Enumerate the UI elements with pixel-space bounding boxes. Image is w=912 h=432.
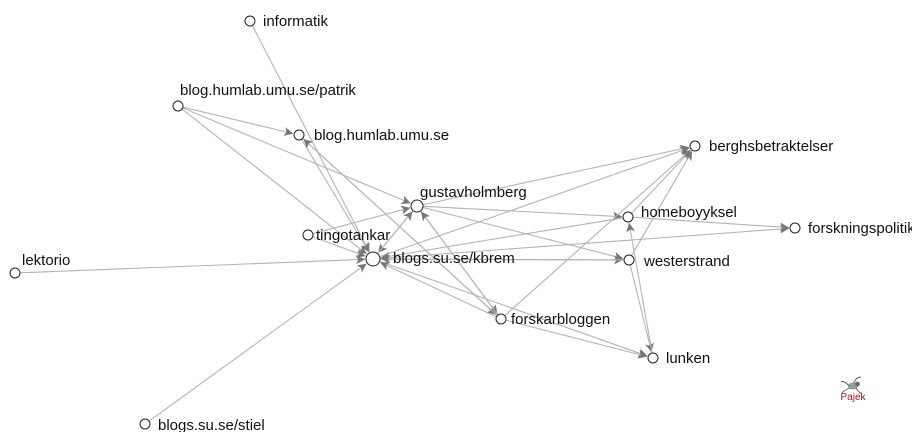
edge-gustav-to-homeboy [422, 205, 623, 221]
node-label: westerstrand [643, 253, 730, 270]
edge-patrik-to-gustav [182, 107, 411, 204]
node-circle [244, 15, 256, 27]
node-circle [495, 313, 507, 325]
edge-westerstrand-to-kbrem [380, 254, 625, 264]
node-label: blogs.su.se/kbrem [393, 250, 515, 267]
edge-homeboy-to-kbrem [380, 217, 624, 261]
edge-forskar-to-berghs [504, 149, 691, 317]
edge-kbrem-to-forskningspolitik [379, 224, 790, 260]
node-label: blog.humlab.umu.se/patrik [180, 82, 356, 99]
node-circle [789, 222, 801, 234]
node-label: tingotankar [316, 227, 390, 244]
node-label: forskningspolitik [808, 220, 912, 237]
node-circle [622, 211, 634, 223]
node-circle [623, 254, 635, 266]
node-label: informatik [263, 13, 329, 30]
edge-informatik-to-kbrem [251, 25, 370, 253]
edge-gustav-to-westerstrand [422, 206, 624, 261]
node-label: gustavholmberg [420, 184, 527, 201]
node-circle [647, 352, 659, 364]
edge-forskar-to-humlab [303, 138, 498, 317]
node-circle [139, 418, 151, 430]
node-stiel: blogs.su.se/stiel [139, 417, 265, 432]
node-label: lunken [666, 350, 710, 367]
edge-homeboy-to-forskningspolitik [632, 216, 790, 232]
node-patrik: blog.humlab.umu.se/patrik [172, 82, 356, 112]
edge-stiel-to-kbrem [148, 263, 367, 422]
edge-lektorio-to-kbrem [19, 255, 366, 274]
node-forskningspolitik: forskningspolitik [789, 220, 912, 237]
edge-kbrem-to-lunken [379, 260, 648, 358]
node-label: forskarbloggen [511, 311, 610, 328]
edge-westerstrand-to-lunken [629, 264, 654, 353]
node-circle [689, 140, 701, 152]
edge-forskar-to-lunken [505, 319, 648, 359]
node-informatik: informatik [244, 13, 329, 30]
edge-forskar-to-gustav [420, 211, 499, 316]
edge-kbrem-to-gustav [377, 211, 413, 254]
node-circle [9, 267, 21, 279]
node-berghs: berghsbetraktelser [689, 138, 833, 155]
edge-kbrem-to-berghs [379, 146, 690, 258]
pajek-logo: Pajek [840, 376, 867, 403]
nodes-layer: informatik blog.humlab.umu.se/patrik blog.… [9, 13, 912, 432]
node-homeboy: homeboyyksel [622, 204, 737, 223]
node-label: blog.humlab.umu.se [314, 127, 449, 144]
node-gustav: gustavholmberg [410, 184, 527, 213]
edge-lunken-to-homeboy [626, 222, 653, 354]
edges-layer [19, 25, 790, 422]
node-circle [410, 199, 424, 213]
node-tingo: tingotankar [302, 227, 390, 244]
node-circle [365, 251, 381, 267]
edge-patrik-to-humlab [182, 106, 294, 136]
spider-icon [840, 376, 863, 395]
node-circle [302, 229, 314, 241]
edge-homeboy-to-berghs [631, 149, 692, 214]
edge-tingo-to-kbrem [312, 236, 366, 258]
node-label: lektorio [22, 252, 70, 269]
edge-westerstrand-to-berghs [631, 150, 693, 256]
edge-patrik-to-kbrem [181, 108, 368, 255]
node-circle [293, 129, 305, 141]
node-label: blogs.su.se/stiel [158, 417, 265, 432]
edge-tingo-to-gustav [312, 205, 411, 235]
edge-gustav-to-berghs [422, 144, 690, 206]
node-forskar: forskarbloggen [495, 311, 610, 328]
logo-text: Pajek [840, 392, 866, 403]
node-kbrem: blogs.su.se/kbrem [365, 250, 515, 267]
edge-forskar-to-kbrem [380, 261, 497, 318]
node-label: berghsbetraktelser [709, 138, 833, 155]
node-circle [172, 100, 184, 112]
node-westerstrand: westerstrand [623, 253, 730, 270]
node-label: homeboyyksel [641, 204, 737, 221]
node-lunken: lunken [647, 350, 710, 367]
edge-humlab-to-kbrem [301, 139, 370, 253]
node-lektorio: lektorio [9, 252, 70, 279]
node-humlab: blog.humlab.umu.se [293, 127, 449, 144]
